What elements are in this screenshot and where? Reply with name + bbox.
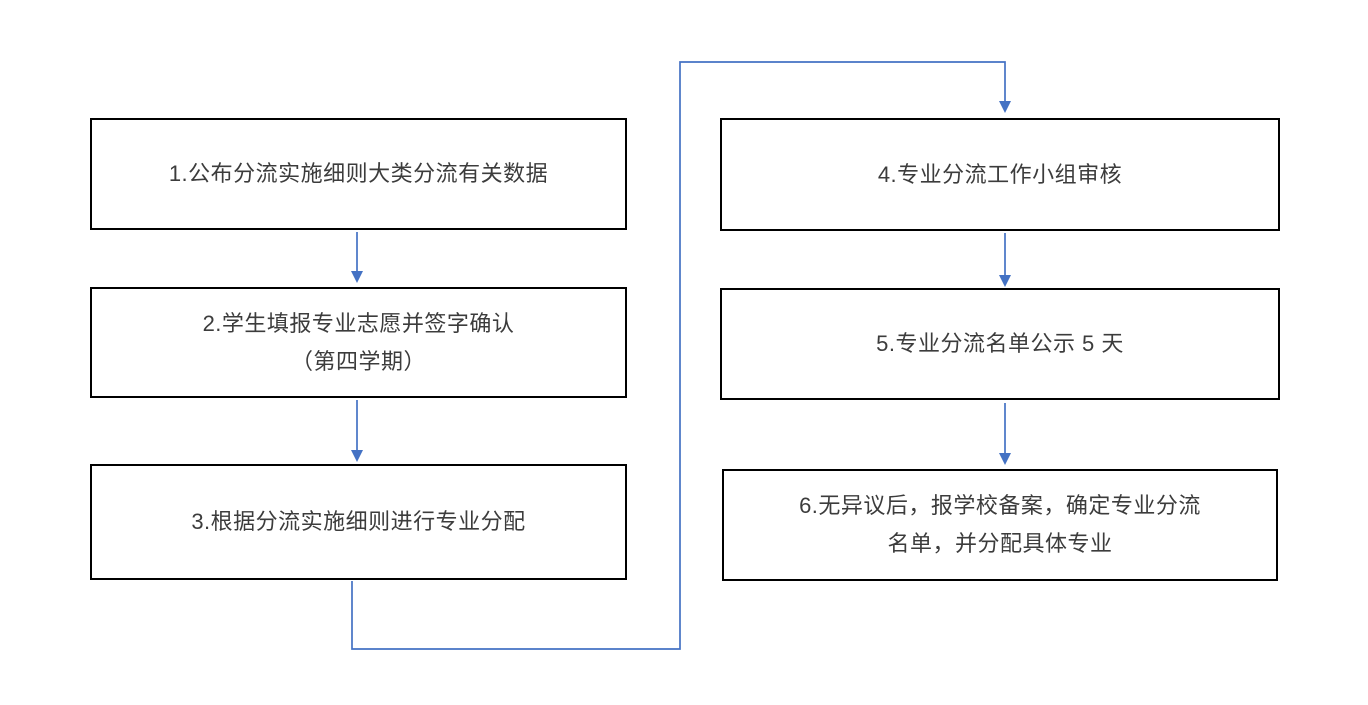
flow-step-3: 3.根据分流实施细则进行专业分配 — [90, 464, 627, 580]
flow-step-2: 2.学生填报专业志愿并签字确认 （第四学期） — [90, 287, 627, 398]
flow-step-5-label: 5.专业分流名单公示 5 天 — [876, 331, 1124, 356]
flow-step-5: 5.专业分流名单公示 5 天 — [720, 288, 1280, 400]
flow-step-6: 6.无异议后，报学校备案，确定专业分流 名单，并分配具体专业 — [722, 469, 1278, 581]
flow-step-2-label: 2.学生填报专业志愿并签字确认 （第四学期） — [202, 310, 515, 374]
flow-step-4: 4.专业分流工作小组审核 — [720, 118, 1280, 231]
flow-step-1: 1.公布分流实施细则大类分流有关数据 — [90, 118, 627, 230]
flow-step-3-label: 3.根据分流实施细则进行专业分配 — [191, 509, 526, 534]
flow-step-4-label: 4.专业分流工作小组审核 — [877, 161, 1123, 187]
flow-step-1-label: 1.公布分流实施细则大类分流有关数据 — [168, 161, 549, 186]
flow-step-6-label: 6.无异议后，报学校备案，确定专业分流 名单，并分配具体专业 — [799, 493, 1201, 556]
